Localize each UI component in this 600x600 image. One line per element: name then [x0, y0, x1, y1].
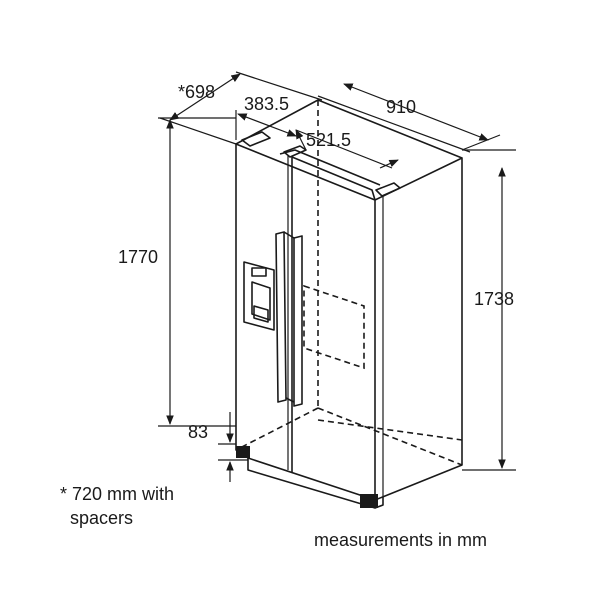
handle-right: [293, 235, 303, 407]
label-door-offset: 521.5: [306, 130, 351, 150]
units-note: measurements in mm: [314, 530, 487, 550]
spacer-right: [375, 182, 401, 197]
footnote-line2: spacers: [70, 508, 133, 528]
spacer-left: [241, 131, 271, 147]
dimension-lines: [158, 71, 516, 482]
front-face: [235, 143, 376, 501]
dim-depth: [169, 73, 241, 121]
label-total-width: 910: [386, 97, 416, 117]
label-door-width: 383.5: [244, 94, 289, 114]
side-face: [374, 157, 463, 501]
dim-width: [343, 83, 489, 141]
label-depth: *698: [178, 82, 215, 102]
hidden-lines: [235, 100, 463, 466]
label-height-total: 1770: [118, 247, 158, 267]
dim-door-offset: [295, 129, 307, 151]
dispenser-and-handles: [243, 231, 303, 407]
label-base-height: 83: [188, 422, 208, 442]
compressor-box: [303, 284, 365, 370]
footnote-line1: * 720 mm with: [60, 484, 174, 504]
handle-left: [275, 231, 287, 403]
label-height-body: 1738: [474, 289, 514, 309]
dim-door-width: [237, 113, 297, 137]
